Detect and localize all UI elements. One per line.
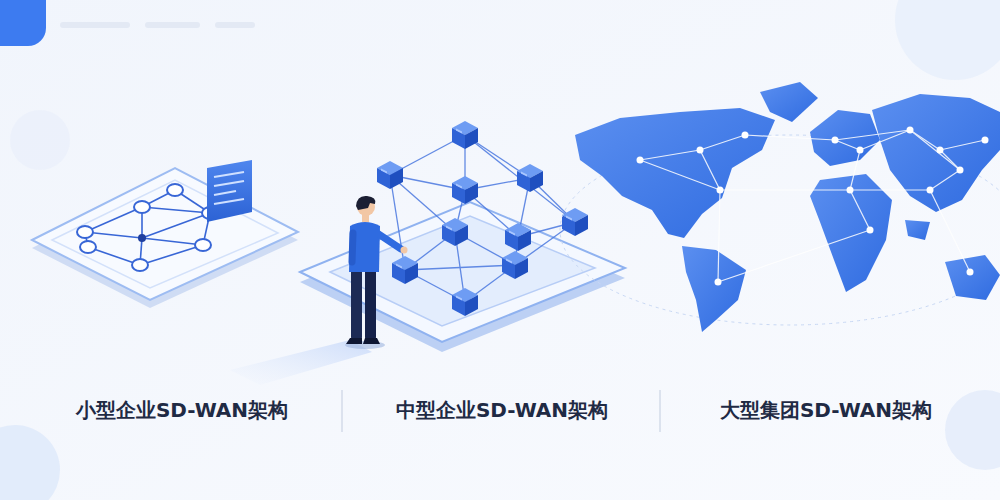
label-separators <box>342 390 660 432</box>
map-network <box>637 127 989 286</box>
world-map <box>560 82 1000 332</box>
architecture-label: 小型企业SD-WAN架构 <box>76 398 288 422</box>
person-figure <box>345 196 408 349</box>
architecture-label: 大型集团SD-WAN架构 <box>720 398 932 422</box>
medium-network-platform <box>300 121 625 352</box>
architecture-label: 中型企业SD-WAN架构 <box>396 398 608 422</box>
small-network-platform <box>32 160 298 308</box>
